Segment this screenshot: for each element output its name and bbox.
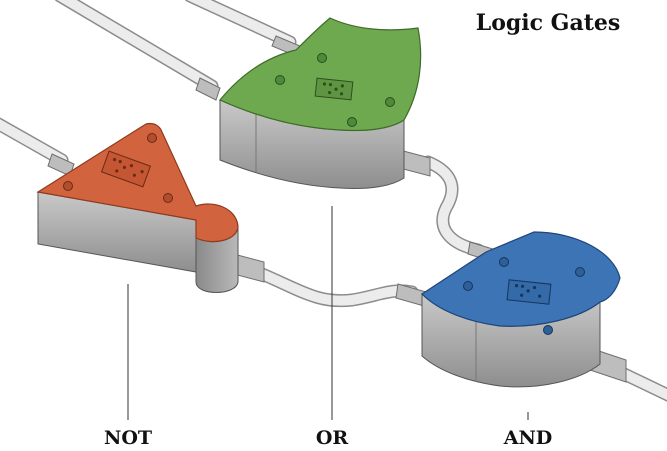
- and-gate-top: [421, 231, 621, 327]
- cable-or-input-left: [54, 0, 219, 93]
- connector-or-left: [195, 77, 221, 101]
- leader-lines: [127, 206, 529, 420]
- cable-or-input-top: [184, 0, 297, 49]
- and-gate-label: AND: [503, 427, 553, 449]
- not-gate-screw-3: [163, 193, 173, 203]
- diagram-title: Logic Gates: [476, 10, 621, 36]
- cable-or-to-and: [421, 155, 485, 257]
- cables: [0, 0, 667, 402]
- and-gate-screw-3: [575, 267, 585, 277]
- not-gate: [36, 122, 239, 293]
- or-gate-screw-1: [275, 75, 285, 85]
- cable-and-output: [613, 365, 667, 402]
- or-gate-screw-3: [347, 117, 357, 127]
- not-gate-screw-2: [63, 181, 73, 191]
- not-gate-label: NOT: [104, 427, 152, 449]
- or-gate: [219, 17, 422, 189]
- or-gate-screw-2: [385, 97, 395, 107]
- cable-not-to-and: [255, 267, 419, 308]
- cable-not-input: [0, 117, 69, 167]
- or-gate-screw-4: [317, 53, 327, 63]
- and-gate-screw-1: [463, 281, 473, 291]
- not-gate-screw-1: [147, 133, 157, 143]
- or-gate-label: OR: [316, 427, 349, 449]
- and-gate: [421, 231, 621, 388]
- or-gate-braille-plate: [314, 77, 354, 101]
- and-gate-screw-4: [543, 325, 553, 335]
- or-gate-top: [219, 17, 422, 132]
- and-gate-screw-2: [499, 257, 509, 267]
